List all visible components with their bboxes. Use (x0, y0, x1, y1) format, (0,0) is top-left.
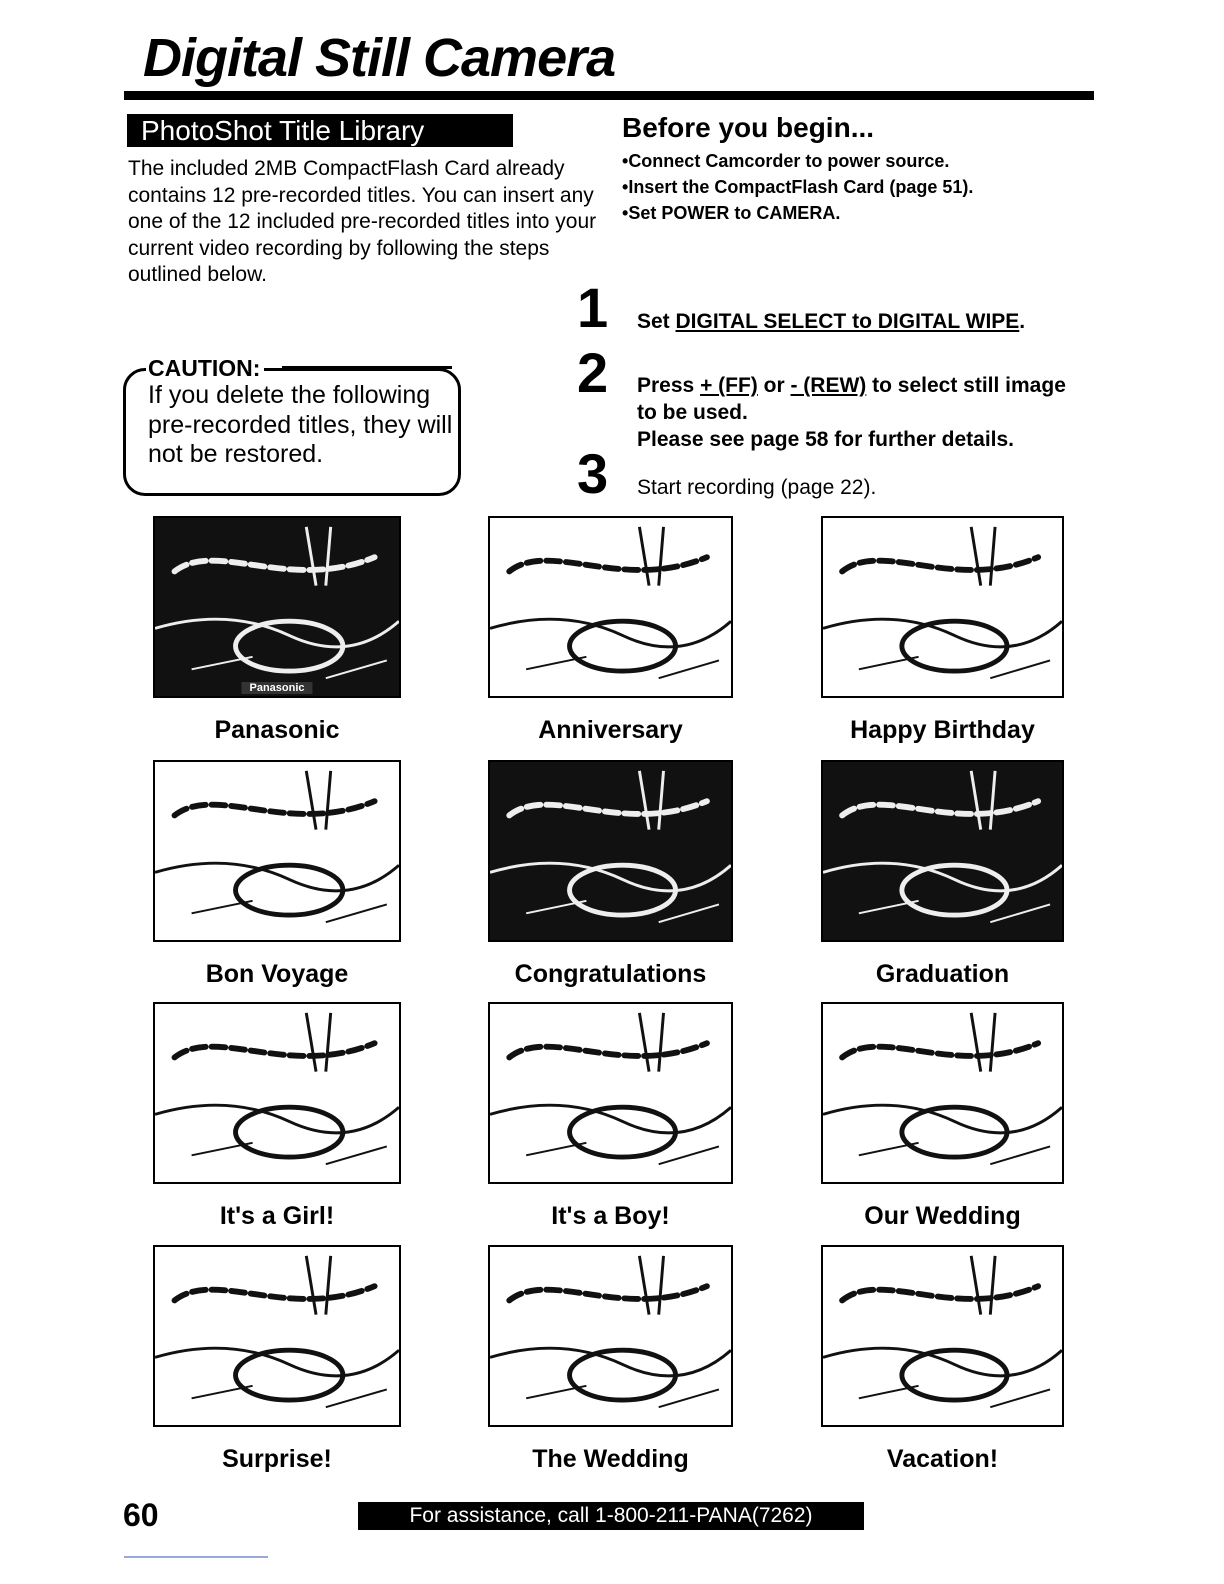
footer-rule (124, 1556, 268, 1558)
vacation-title-image (821, 1245, 1064, 1427)
step-2-p1: Press (637, 374, 701, 397)
assistance-banner: For assistance, call 1-800-211-PANA(7262… (358, 1502, 864, 1530)
step-2-number: 2 (577, 341, 609, 404)
section-label: PhotoShot Title Library (127, 114, 513, 147)
step-1-text: Set DIGITAL SELECT to DIGITAL WIPE. (637, 308, 1025, 335)
our-wedding-title-image (821, 1002, 1064, 1184)
page-number: 60 (123, 1497, 159, 1533)
step-2-p2: or (757, 374, 791, 397)
caution-text: If you delete the following pre-recorded… (148, 381, 453, 468)
step-1-pre: Set (637, 310, 676, 333)
list-item: Connect Camcorder to power source. (622, 148, 973, 174)
step-1-setting: DIGITAL SELECT to DIGITAL WIPE (675, 310, 1020, 333)
before-you-begin-heading: Before you begin... (622, 112, 875, 143)
caution-box (123, 368, 461, 496)
before-you-begin-list: Connect Camcorder to power source. Inser… (622, 148, 973, 226)
panasonic-title-image: Panasonic (153, 516, 401, 698)
title-caption: Congratulations (514, 960, 707, 988)
step-1-number: 1 (577, 276, 609, 339)
caution-divider (282, 366, 452, 369)
step-2-text: Press + (FF) or - (REW) to select still … (637, 372, 1077, 453)
page-title: Digital Still Camera (143, 28, 616, 88)
step-3-number: 3 (577, 442, 609, 505)
title-caption: Our Wedding (864, 1202, 1021, 1230)
title-caption: The Wedding (532, 1445, 689, 1473)
step-2-key-ff: + (FF) (700, 374, 758, 397)
list-item: Insert the CompactFlash Card (page 51). (622, 174, 973, 200)
graduation-title-image (821, 760, 1064, 942)
step-2-line2: Please see page 58 for further details. (637, 428, 1014, 451)
list-item: Set POWER to CAMERA. (622, 200, 973, 226)
bon-voyage-title-image (153, 760, 401, 942)
title-caption: Anniversary (538, 716, 683, 744)
anniversary-title-image (488, 516, 733, 698)
title-caption: Surprise! (222, 1445, 332, 1473)
title-caption: Graduation (875, 960, 1010, 988)
congratulations-title-image (488, 760, 733, 942)
surprise-title-image (153, 1245, 401, 1427)
its-a-boy-title-image (488, 1002, 733, 1184)
title-caption: Happy Birthday (850, 716, 1035, 744)
the-wedding-title-image (488, 1245, 733, 1427)
step-3-text: Start recording (page 22). (637, 476, 877, 499)
panasonic-overlay-label: Panasonic (241, 682, 313, 694)
title-rule (124, 91, 1094, 100)
step-2-p3: to select still image to be used. (637, 374, 1066, 424)
title-caption: Panasonic (214, 716, 340, 744)
title-caption: Vacation! (886, 1445, 999, 1473)
intro-paragraph: The included 2MB CompactFlash Card alrea… (128, 157, 597, 286)
its-a-girl-title-image (153, 1002, 401, 1184)
step-2-key-rew: - (REW) (790, 374, 867, 397)
title-caption: It's a Girl! (219, 1202, 335, 1230)
title-caption: It's a Boy! (551, 1202, 670, 1230)
happy-birthday-title-image (821, 516, 1064, 698)
caution-label: CAUTION: (146, 355, 265, 382)
step-1-post: . (1019, 310, 1026, 333)
title-caption: Bon Voyage (205, 960, 349, 988)
